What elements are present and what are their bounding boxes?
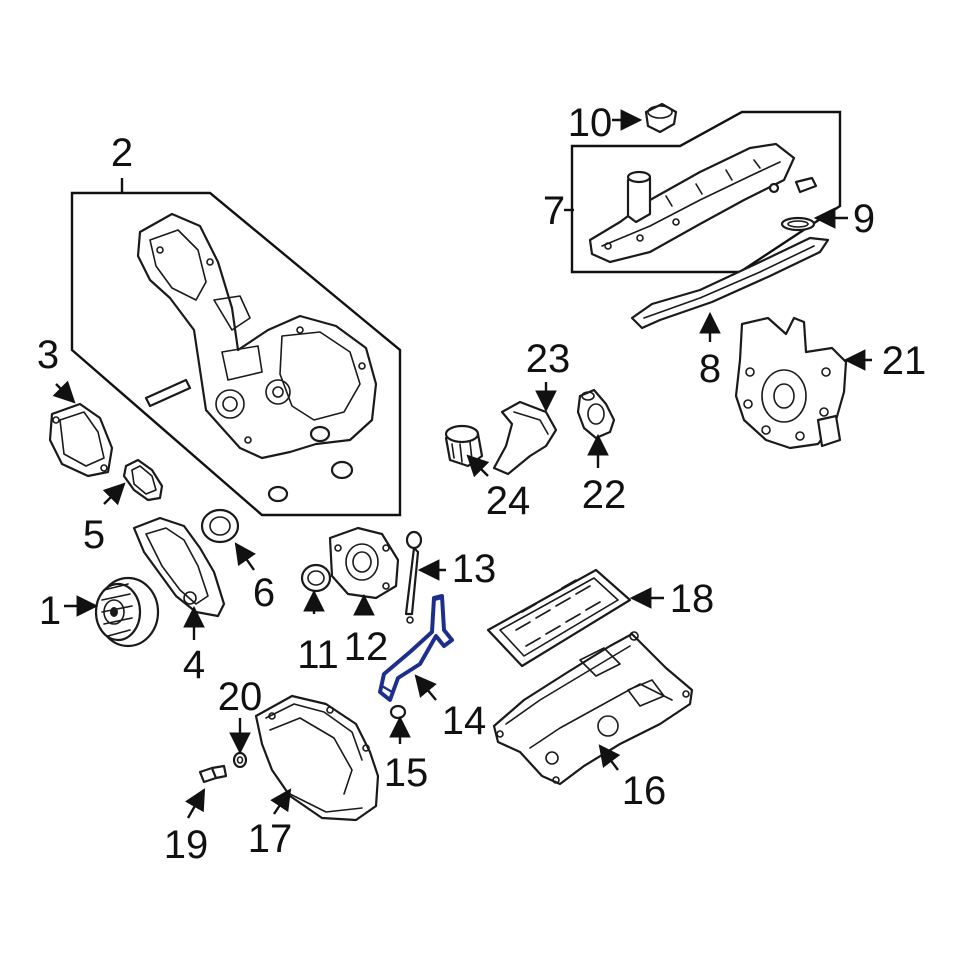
part-6-seal[interactable] (200, 508, 240, 544)
callout-8: 8 (699, 347, 721, 391)
part-4-front-cover[interactable] (132, 516, 226, 618)
part-5-gasket[interactable] (122, 458, 164, 502)
callout-6: 6 (253, 571, 275, 615)
part-2-timing-cover-assembly[interactable] (70, 178, 402, 517)
part-19-drain-plug[interactable] (198, 764, 228, 784)
part-1-crank-pulley[interactable] (94, 576, 160, 648)
part-15-o-ring[interactable] (389, 704, 407, 720)
leader-lines (52, 109, 872, 819)
part-13-dipstick[interactable] (404, 530, 423, 624)
callout-15: 15 (384, 751, 429, 795)
callout-17: 17 (248, 817, 293, 861)
part-16-upper-oil-pan[interactable] (492, 631, 694, 786)
callout-14: 14 (442, 699, 487, 743)
part-24-oil-filter[interactable] (444, 424, 484, 468)
callout-9: 9 (853, 197, 875, 241)
part-3-cover-plate[interactable] (48, 402, 114, 478)
part-23-bracket[interactable] (492, 400, 558, 476)
callout-1: 1 (39, 589, 61, 633)
callout-24: 24 (486, 479, 531, 523)
callout-19: 19 (164, 823, 209, 867)
callout-23: 23 (526, 337, 571, 381)
callout-7: 7 (543, 189, 565, 233)
callout-18: 18 (670, 577, 715, 621)
part-17-lower-oil-pan[interactable] (254, 694, 380, 822)
callout-4: 4 (183, 643, 205, 687)
part-20-washer[interactable] (232, 751, 248, 769)
callout-16: 16 (622, 769, 667, 813)
part-8-valve-cover-gasket[interactable] (630, 236, 830, 330)
callout-13: 13 (452, 547, 497, 591)
part-11-seal[interactable] (300, 563, 332, 593)
part-21-water-pump[interactable] (734, 316, 848, 450)
callout-22: 22 (582, 473, 627, 517)
part-9-gasket[interactable] (780, 216, 816, 232)
callout-2: 2 (111, 131, 133, 175)
callout-21: 21 (882, 339, 927, 383)
part-14-dipstick-tube[interactable] (378, 594, 454, 702)
callout-labels: 2 3 5 1 4 6 11 12 13 14 15 16 18 20 19 1… (37, 101, 926, 867)
callout-12: 12 (344, 625, 389, 669)
callout-11: 11 (297, 633, 339, 677)
part-10-oil-filler-cap[interactable] (644, 102, 678, 134)
callout-10: 10 (568, 101, 613, 145)
callout-5: 5 (83, 513, 105, 557)
callout-3: 3 (37, 333, 59, 377)
part-7-valve-cover[interactable] (570, 110, 842, 274)
callout-20: 20 (218, 675, 263, 719)
part-22-thermostat-housing[interactable] (576, 388, 616, 440)
bracket-2 (70, 178, 402, 517)
part-12-seal-retainer[interactable] (328, 526, 400, 600)
bracket-7 (570, 110, 842, 274)
